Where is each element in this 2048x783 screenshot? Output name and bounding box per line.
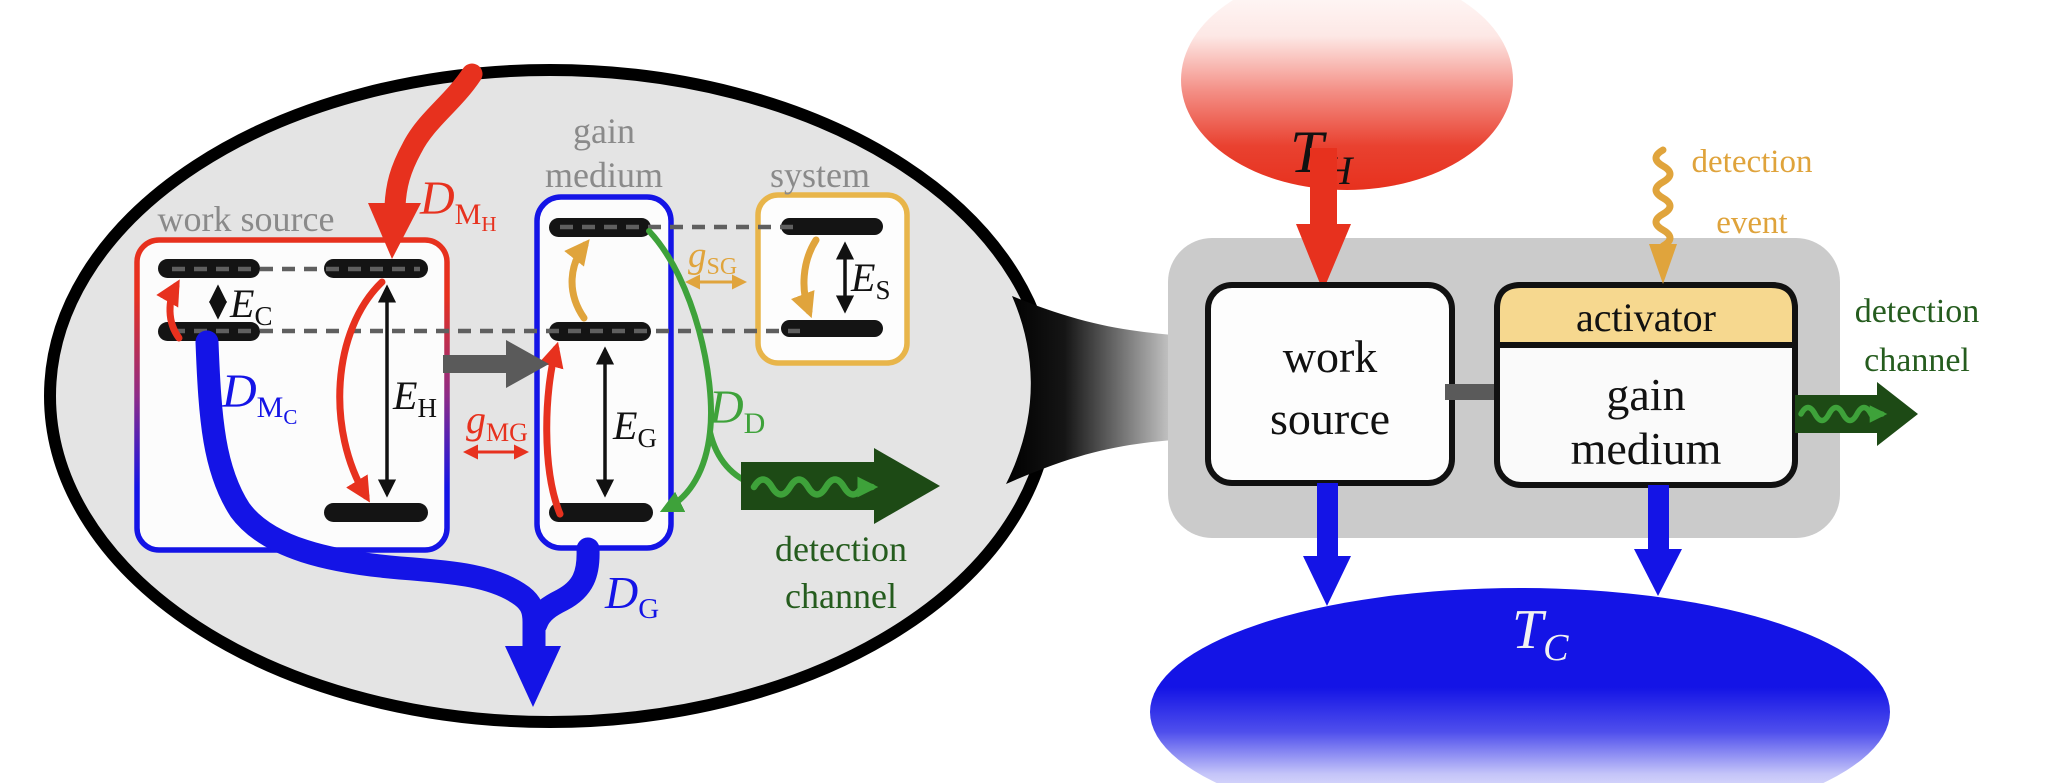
cold-dissipator-ribbon [195,330,600,662]
cold-bath-shape [1150,588,1890,783]
cold-ribbon-from-work-source [195,330,546,662]
gm-bottom-level [549,503,653,522]
energy-gap-arrows [208,241,855,498]
gm-gold-up-arrow [564,239,590,322]
gmg-label: gMG [466,397,528,447]
gm-green-decay-arrow [646,228,714,513]
detection-channel-left-line1: detection [775,529,907,569]
detection-channel-right-line2: channel [1864,342,1970,379]
sys-top-level [781,218,883,235]
detection-channel-arrow-right [1795,382,1918,446]
dmh-label: DMH [419,172,497,236]
schematic-work-source-line1: work [1283,331,1378,382]
sys-gold-down-arrow [790,236,820,319]
dg-label: DG [604,567,659,625]
detection-channel-right-line1: detection [1855,293,1980,330]
sys-bottom-level [781,320,883,337]
photon-squiggle-icon-right [1798,404,1888,424]
detection-channel-left-line2: channel [785,576,897,616]
detection-event-squiggle-icon [1652,146,1674,250]
cold-dissipator-arrowhead [505,646,561,707]
gain-medium-title-line2: medium [545,155,663,195]
schematic-gain-medium-line1: gain [1606,369,1685,420]
resonance-dashed-lines [172,224,800,334]
work-transfer-arrow-left [443,340,549,388]
ws-bottom-right-level [324,503,428,522]
detection-event-line1: detection [1692,144,1813,180]
detection-channel-arrow-left [741,448,940,524]
cold-bath-arrow-gain-medium [1634,485,1682,596]
ws-right-red-down-arrow [336,278,386,503]
detection-event-arrow [1649,146,1677,284]
gm-top-level [549,218,651,237]
photon-squiggle-icon [750,476,879,498]
gain-medium-title-line1: gain [573,111,635,151]
dmc-label: DMC [221,365,297,429]
activator-header [1494,282,1798,348]
magnifier-funnel [1006,296,1174,484]
schematic-gain-medium-line2: medium [1571,423,1722,474]
ec-label: EC [229,281,272,331]
gm-red-up-arrow [539,341,564,518]
ws-upper-left-level [158,259,260,278]
system-title: system [770,155,870,195]
dd-label: DD [708,381,765,440]
hot-bath-arrow [1296,148,1351,291]
detection-event-line2: event [1716,205,1787,241]
eh-label: EH [392,373,437,423]
work-source-title: work source [158,199,335,239]
hot-bath-shape [1181,0,1513,190]
cold-bath-label: TC [1512,599,1569,669]
ws-left-red-up-arrow [156,279,183,342]
es-label: ES [850,255,890,305]
energy-levels [158,218,883,522]
cold-ribbon-from-gain-medium [524,537,600,636]
schematic-work-source-box [1205,282,1455,486]
hot-dissipator-arrow [368,63,483,259]
cold-bath-arrow-work-source [1303,483,1351,606]
eg-label: EG [612,403,657,453]
gsg-label: gSG [688,235,737,280]
activator-label: activator [1576,295,1716,340]
schematic-work-source-line2: source [1270,393,1390,444]
